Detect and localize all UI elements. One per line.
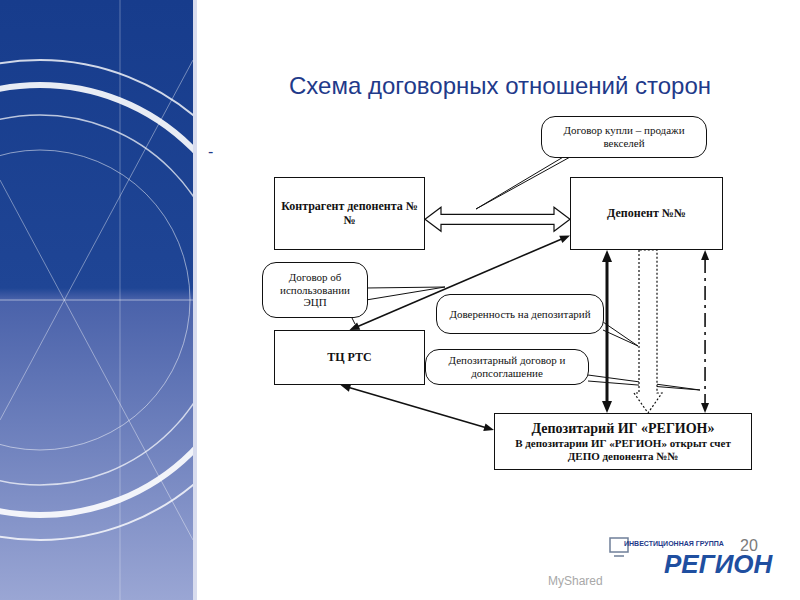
page-number: 20 <box>740 537 758 555</box>
party-box: Депонент №№ <box>570 177 723 250</box>
node-text: Депозитарий ИГ «РЕГИОН» <box>531 421 714 437</box>
connector <box>701 250 709 413</box>
panel-edge <box>193 0 197 600</box>
connector <box>425 207 570 231</box>
connector <box>634 250 662 413</box>
callout-bubble: Договор купли – продажи векселей <box>541 116 707 158</box>
node-text: ТЦ РТС <box>327 351 371 365</box>
node-text: Договор об использовании ЭЦП <box>271 271 359 309</box>
party-box: Контрагент депонента №№ <box>274 177 425 250</box>
node-text: Контрагент депонента №№ <box>281 200 418 228</box>
dash-mark: - <box>208 143 213 161</box>
node-text: Доверенность на депозитарий <box>449 308 590 321</box>
slide-title: Схема договорных отношений сторон <box>230 72 770 100</box>
node-text: Договор купли – продажи векселей <box>550 124 698 149</box>
callout-bubble: Договор об использовании ЭЦП <box>262 262 368 318</box>
node-subtext: В депозитарии ИГ «РЕГИОН» открыт счет ДЕ… <box>501 437 745 462</box>
connector <box>602 250 612 413</box>
panel-arcs <box>0 0 193 600</box>
callout-bubble: Депозитарный договор и допсоглашение <box>425 349 589 385</box>
depository-box: Депозитарий ИГ «РЕГИОН»В депозитарии ИГ … <box>494 413 752 470</box>
node-text: Депонент №№ <box>607 207 686 221</box>
connector <box>340 384 494 431</box>
logo-caption: ИНВЕСТИЦИОННАЯ ГРУППА <box>624 540 724 547</box>
callout-bubble: Доверенность на депозитарий <box>436 294 604 334</box>
node-text: Депозитарный договор и допсоглашение <box>434 354 580 379</box>
watermark: MyShared <box>548 574 603 588</box>
party-box: ТЦ РТС <box>274 330 425 385</box>
